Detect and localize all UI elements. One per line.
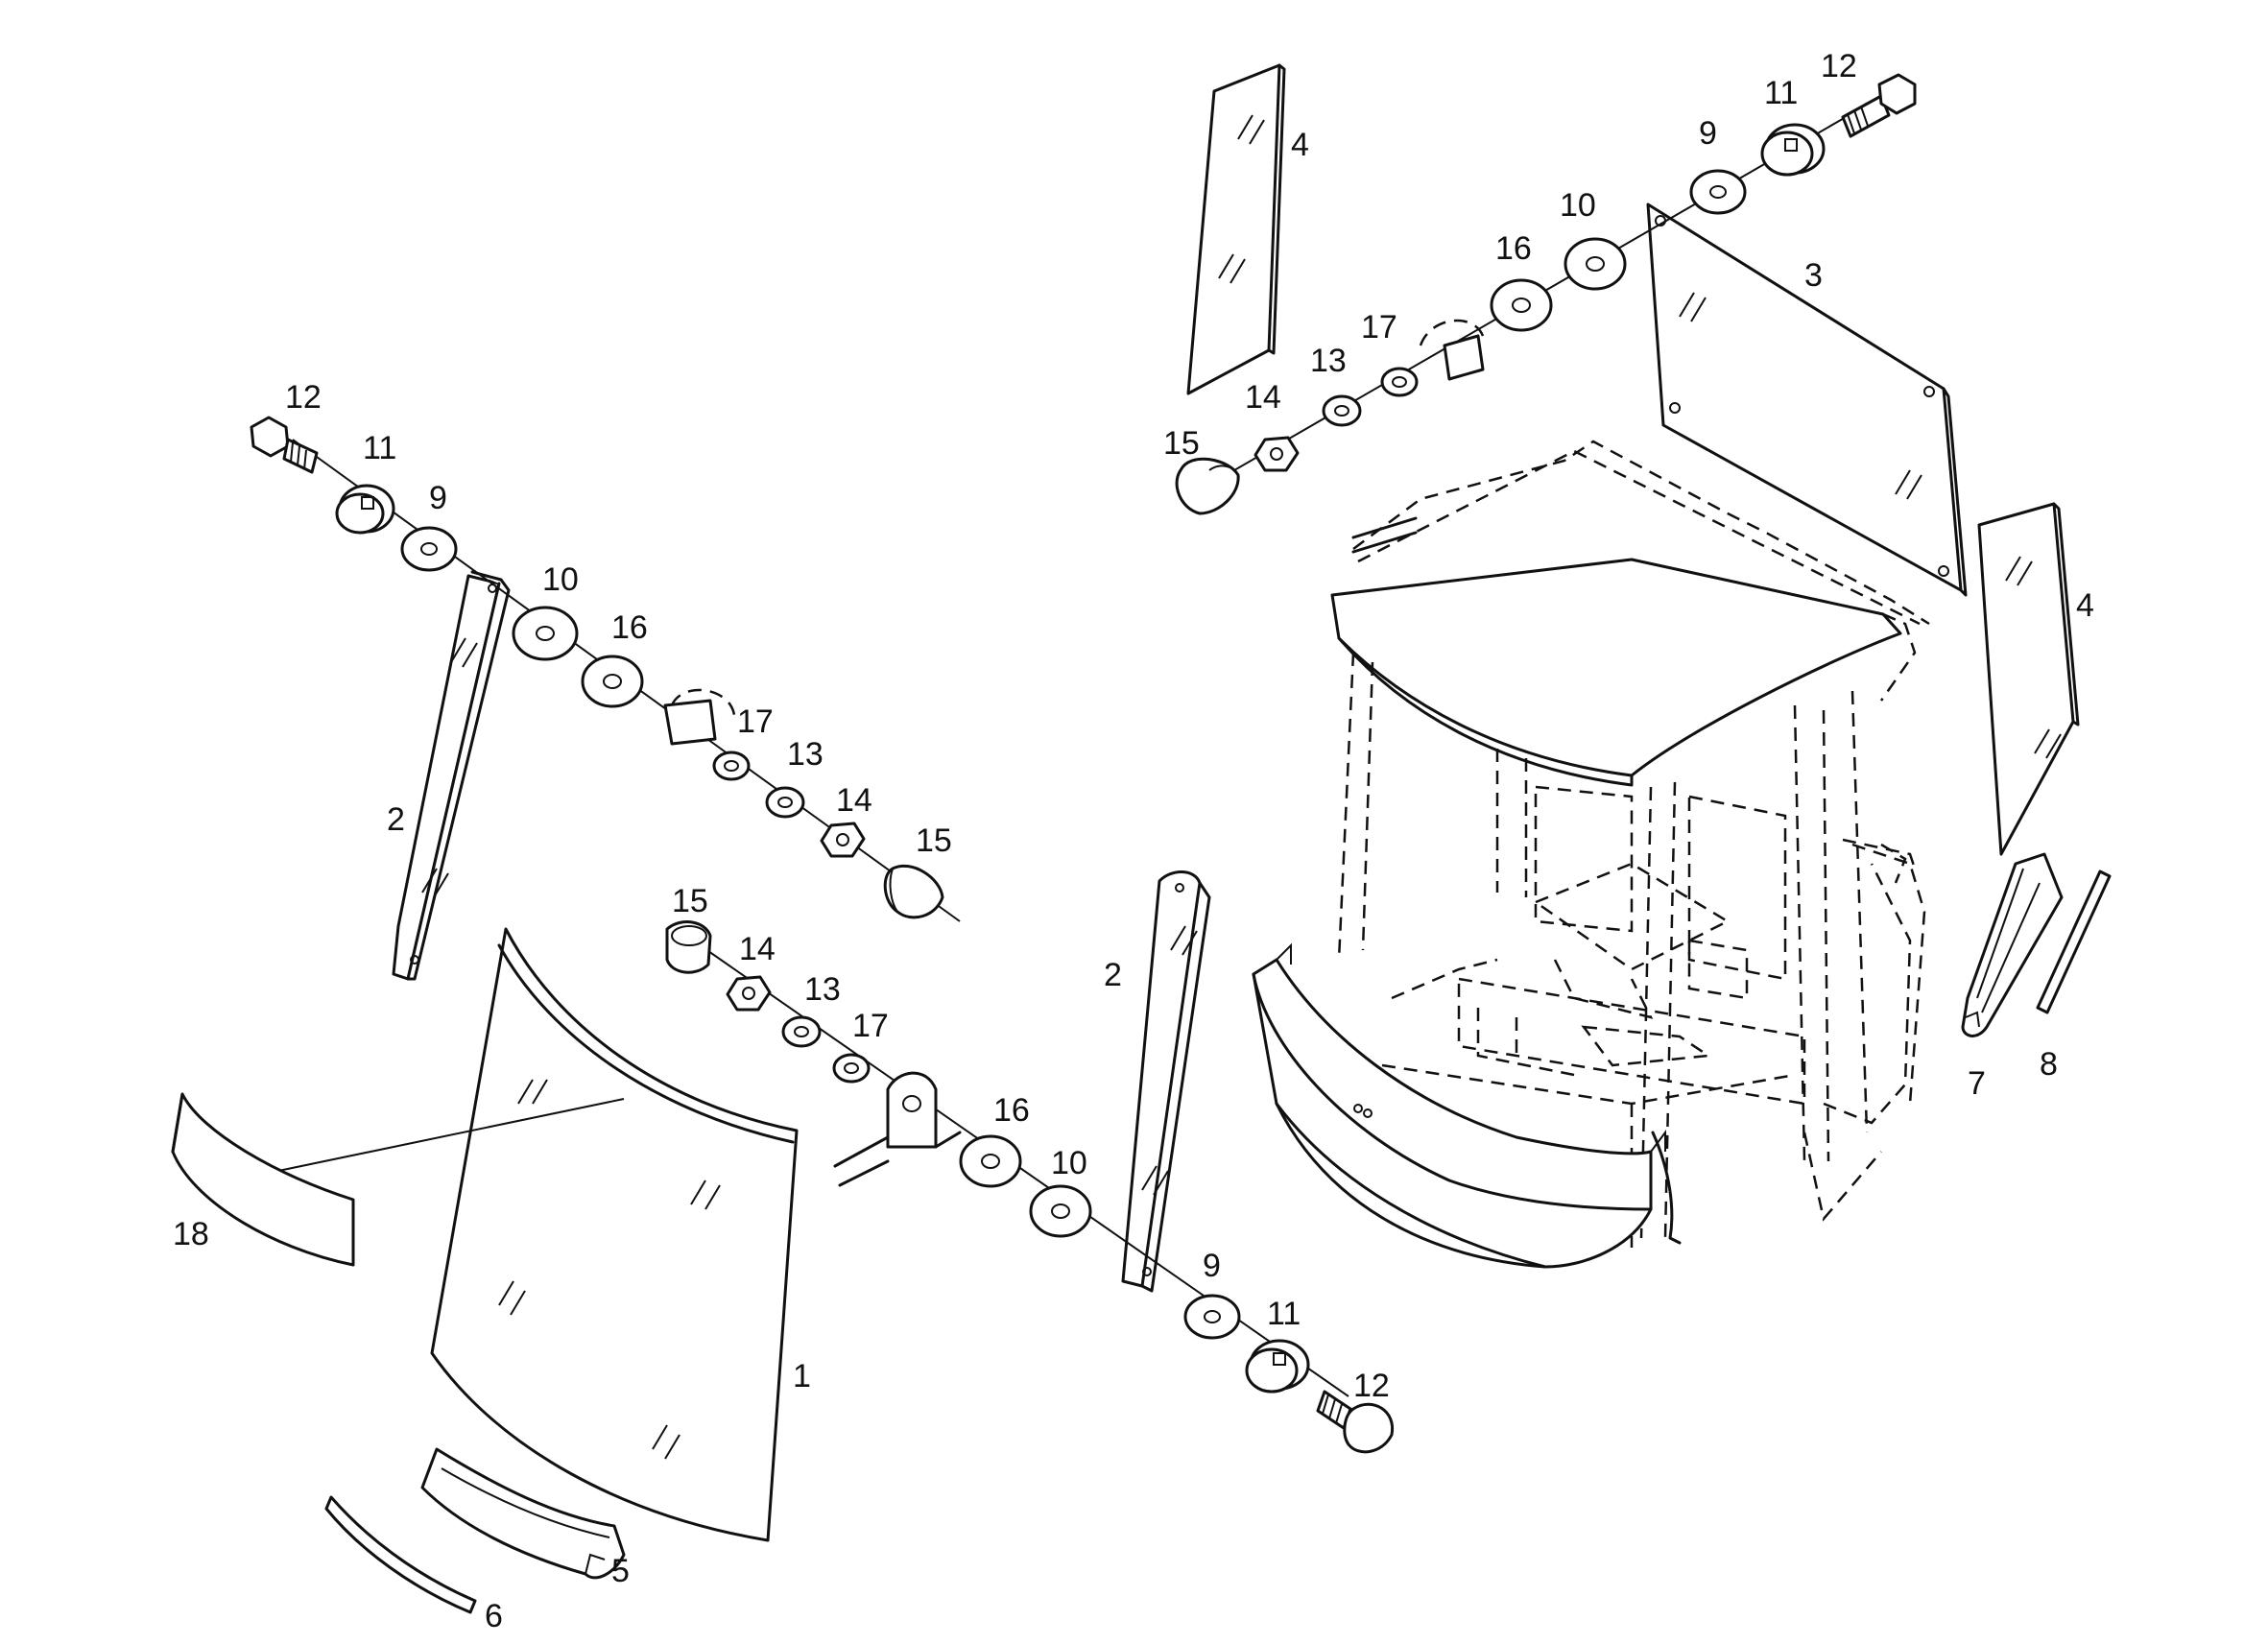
callout-12-upper: 12: [1821, 48, 1857, 84]
callout-14-center: 14: [739, 931, 776, 967]
callout-6: 6: [485, 1598, 503, 1634]
washer-16-left: [581, 655, 644, 708]
washer-13-center: [781, 1015, 822, 1048]
callout-17-upper: 17: [1361, 309, 1397, 345]
windshield-glass: [277, 927, 799, 1542]
lock-washer-17-center: [832, 1053, 871, 1084]
fastener-chain-center: [665, 920, 1395, 1454]
fastener-chain-left: [250, 416, 961, 922]
nut-14-left: [820, 822, 866, 858]
callout-17-center: 17: [852, 1008, 889, 1044]
bolt-12-center: [1316, 1390, 1395, 1454]
callout-14-upper: 14: [1245, 379, 1281, 416]
part-2-center-side-glass: [1121, 870, 1211, 1293]
callout-4-right: 4: [2076, 587, 2094, 624]
nut-14-upper: [1253, 436, 1300, 472]
washer-10-center: [1029, 1184, 1092, 1238]
washer-9-upper: [1689, 169, 1747, 215]
callout-8: 8: [2040, 1046, 2058, 1083]
callout-10-center: 10: [1051, 1145, 1087, 1181]
square-washer-11-center: [1245, 1339, 1310, 1394]
callout-13-center: 13: [804, 971, 841, 1008]
part-4-upper-quarter-glass: [1186, 63, 1286, 395]
washer-10-left: [512, 606, 579, 661]
part-3-rear-glass: [1646, 203, 1968, 597]
washer-9-center: [1183, 1294, 1241, 1340]
bracket-17-left: [663, 688, 736, 746]
part-2-left-side-glass: [392, 570, 511, 981]
callout-5: 5: [611, 1553, 630, 1589]
callout-9-left: 9: [429, 480, 447, 516]
part-8-filler-strip: [2036, 870, 2112, 1014]
callout-16-left: 16: [611, 609, 648, 646]
part-4-right-quarter-glass: [1977, 502, 2080, 856]
callout-16-center: 16: [993, 1092, 1030, 1129]
callout-11-center: 11: [1267, 1296, 1301, 1332]
cab-frame: [1252, 440, 1930, 1269]
callout-4-upper: 4: [1291, 127, 1309, 163]
callout-9-upper: 9: [1699, 115, 1717, 152]
cap-nut-15-center: [665, 920, 712, 974]
callout-14-left: 14: [836, 782, 872, 819]
washer-9-left: [400, 526, 458, 572]
callout-15-center: 15: [672, 883, 708, 919]
cap-nut-15-left: [883, 864, 944, 919]
callout-11-left: 11: [363, 430, 396, 466]
callout-17-left: 17: [737, 703, 774, 740]
callout-1: 1: [793, 1358, 811, 1394]
callout-2-left: 2: [387, 801, 405, 838]
callout-13-upper: 13: [1310, 343, 1347, 379]
callout-9-center: 9: [1203, 1248, 1221, 1284]
washer-10-upper: [1564, 237, 1627, 291]
part-18-trim-strip: [171, 1092, 355, 1267]
square-washer-11-left: [335, 484, 395, 535]
callout-10-left: 10: [542, 561, 579, 598]
part-5-seal-profile: [420, 1447, 626, 1580]
washer-13-upper: [1322, 394, 1362, 427]
washer-16-center: [959, 1134, 1022, 1188]
callout-11-upper: 11: [1764, 75, 1798, 111]
bolt-12-left: [250, 416, 319, 474]
fastener-chain-upper: [1175, 73, 1917, 515]
callout-13-left: 13: [787, 736, 824, 773]
square-washer-11-upper: [1760, 123, 1826, 177]
hinge-bracket: [833, 1071, 962, 1187]
washer-16-upper: [1490, 278, 1553, 332]
callout-15-left: 15: [916, 822, 952, 859]
lock-washer-13-left: [712, 751, 751, 781]
callout-labels: 1 2 2 3 4 4 5 6 7 8 9 9 9 10 10 10 11 11…: [173, 48, 2094, 1634]
washer-13-left: [765, 786, 805, 819]
callout-12-center: 12: [1353, 1368, 1390, 1404]
callout-2-center: 2: [1104, 957, 1122, 993]
nut-14-center: [726, 975, 772, 1012]
callout-3: 3: [1804, 257, 1823, 294]
callout-10-upper: 10: [1560, 187, 1596, 224]
callout-18: 18: [173, 1216, 209, 1252]
part-7-seal-profile: [1961, 852, 2064, 1037]
cap-nut-15-upper: [1175, 457, 1240, 515]
callout-16-upper: 16: [1495, 230, 1532, 267]
bolt-12-upper: [1841, 73, 1917, 138]
callout-7: 7: [1968, 1065, 1986, 1102]
part-6-filler-strip: [324, 1495, 477, 1614]
bracket-upper: [1419, 319, 1485, 381]
callout-15-upper: 15: [1163, 425, 1200, 462]
callout-12-left: 12: [285, 379, 322, 416]
lock-washer-17-upper: [1380, 367, 1419, 397]
